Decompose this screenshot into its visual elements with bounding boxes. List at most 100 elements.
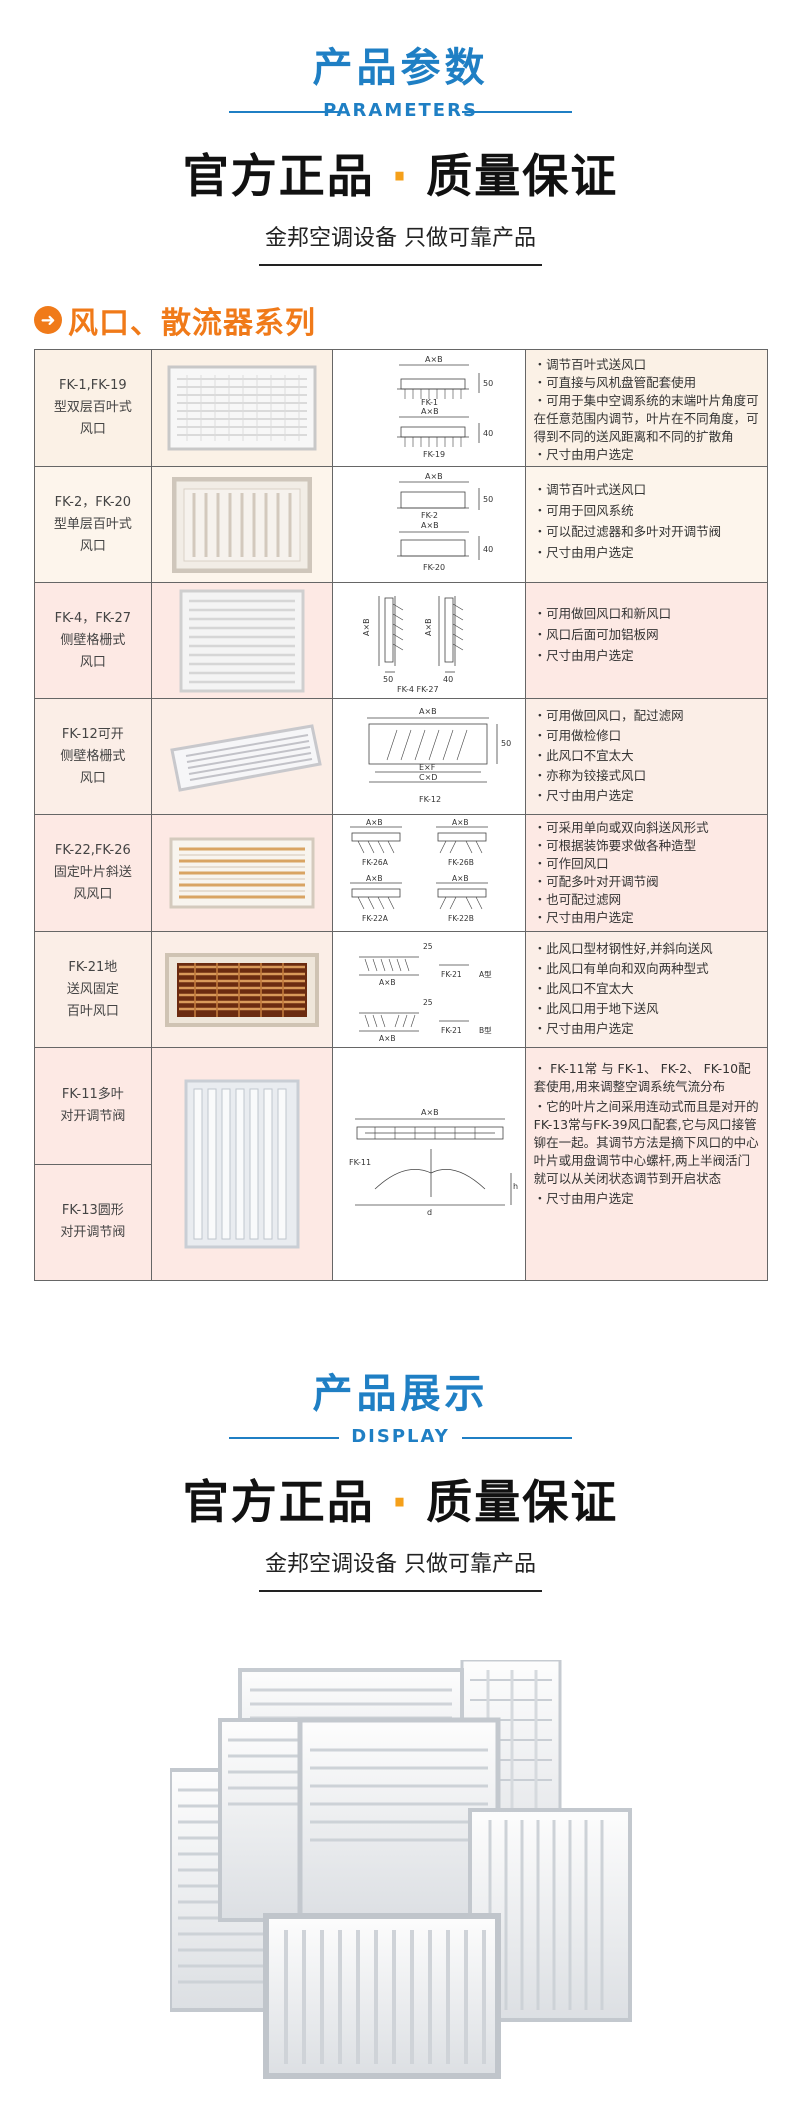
dim-label: FK-22A [362,914,389,923]
display-title-en: DISPLAY [351,1426,450,1447]
product-name: FK-11多叶 对开调节阀 [35,1048,151,1165]
divider-left [229,111,339,113]
display-title-en-row: DISPLAY [0,1424,801,1450]
table-row: FK-11多叶 对开调节阀 FK-13圆形 对开调节阀 [35,1048,768,1280]
fk1-fk19-drawing: A×B FK-1 A×B FK-19 50 40 [396,355,493,459]
product-photo [151,699,334,814]
product-name-group: FK-11多叶 对开调节阀 FK-13圆形 对开调节阀 [35,1048,152,1280]
dim-label: FK-21 [441,970,462,979]
desc-item: ・尺寸由用户选定 [533,910,634,925]
dim-label: 25 [423,942,433,951]
dim-label: FK-2 [421,511,438,520]
product-photo [151,1048,334,1280]
desc-item: ・它的叶片之间采用连动式而且是对开的FK-13常与FK-39风口配套,它与风口接… [533,1099,759,1186]
product-description: ・ FK-11常 与 FK-1、 FK-2、 FK-10配套使用,用来调整空调系… [525,1048,768,1280]
product-name: FK-2，FK-20 型单层百叶式 风口 [35,467,152,582]
fk11-drawing: A×B FK-11 h d [349,1108,518,1217]
desc-item: ・可用做回风口和新风口 [533,606,672,621]
desc-item: ・此风口不宜太大 [533,981,634,996]
dim-label: A×B [419,707,437,716]
dim-label: A型 [479,970,492,979]
fixed-blade-grille-image [169,837,315,909]
dim-label: A×B [421,1108,439,1117]
arrow-right-circle-icon: ➜ [34,306,62,334]
desc-item: ・可根据装饰要求做各种造型 [533,838,697,853]
table-row: FK-21地 送风固定 百叶风口 [35,932,767,1048]
product-name: FK-1,FK-19 型双层百叶式 风口 [35,350,152,466]
product-photo [151,467,334,582]
params-title-en: PARAMETERS [323,100,478,121]
product-name: FK-4，FK-27 侧壁格栅式 风口 [35,583,152,698]
dim-label: A×B [366,874,383,883]
desc-item: ・可直接与风机盘管配套使用 [533,375,697,390]
product-name: FK-12可开 侧壁格栅式 风口 [35,699,152,814]
desc-item: ・调节百叶式送风口 [533,357,647,372]
dim-label: A×B [425,472,443,481]
dim-label: A×B [452,874,469,883]
slogan-left: 官方正品 [182,1475,375,1529]
display-subtitle: 金邦空调设备 只做可靠产品 [259,1550,542,1592]
spec-table: FK-1,FK-19 型双层百叶式 风口 [34,349,768,1281]
desc-item: ・尺寸由用户选定 [533,545,634,560]
dim-label: d [427,1208,432,1217]
product-description: ・可用做回风口，配过滤网 ・可用做检修口 ・此风口不宜太大 ・亦称为铰接式风口 … [525,699,767,814]
dim-label: A×B [362,618,371,636]
dim-label: FK-22B [448,914,474,923]
desc-item: ・此风口不宜太大 [533,748,634,763]
product-name: FK-13圆形 对开调节阀 [60,1203,126,1241]
dim-label: E×F [419,763,436,772]
product-photo [151,932,334,1047]
slogan-right: 质量保证 [426,149,619,203]
table-row: FK-2，FK-20 型单层百叶式 风口 [35,467,767,583]
dim-label: A×B [379,1034,396,1043]
dim-label: 50 [483,379,493,388]
desc-item: ・可用于集中空调系统的末端叶片角度可在任意范围内调节，叶片在不同角度，可得到不同… [533,393,759,444]
product-display-image [170,1660,632,2079]
side-wall-grille-image [179,589,305,692]
fk22-fk26-drawing: A×B A×B FK-26A FK-26B A×B A×B FK-22A FK-… [349,818,488,923]
series-title: ➜ 风口、散流器系列 [34,300,316,341]
desc-item: ・可采用单向或双向斜送风形式 [533,820,709,835]
technical-drawing: A×B E×F C×D 50 FK-12 [333,699,526,814]
dim-label: h [513,1182,518,1191]
desc-item: ・尺寸由用户选定 [533,447,634,462]
desc-item: ・亦称为铰接式风口 [533,768,647,783]
desc-item: ・尺寸由用户选定 [533,648,634,663]
dim-label: A×B [424,618,433,636]
technical-drawing: A×B FK-2 A×B FK-20 50 40 [333,467,526,582]
dim-label: FK-12 [419,795,441,804]
dim-label: FK-21 [441,1026,462,1035]
dim-label: FK-26A [362,858,389,867]
divider-left [229,1437,339,1439]
dim-label: A×B [421,521,439,530]
dim-label: 50 [383,675,393,684]
product-name: FK-21地 送风固定 百叶风口 [35,932,152,1047]
grille-front [263,1913,501,2079]
desc-item: ・此风口型材钢性好,并斜向送风 [533,941,713,956]
technical-drawing: A×B FK-11 h d [333,1048,526,1280]
dim-label: FK-11 [349,1158,371,1167]
product-description: ・调节百叶式送风口 ・可用于回风系统 ・可以配过滤器和多叶对开调节阀 ・尺寸由用… [525,467,767,582]
desc-item: ・可用做检修口 [533,728,622,743]
series-title-text: 风口、散流器系列 [68,306,316,341]
dim-label: B型 [479,1026,492,1035]
dim-label: FK-26B [448,858,474,867]
desc-item: ・调节百叶式送风口 [533,482,647,497]
desc-item: ・此风口有单向和双向两种型式 [533,961,709,976]
product-photo [151,350,334,466]
table-row: FK-4，FK-27 侧壁格栅式 风口 [35,583,767,699]
slogan-dot: · [390,149,411,203]
technical-drawing: A×B A×B FK-26A FK-26B A×B A×B FK-22A FK-… [333,815,526,931]
desc-item: ・尺寸由用户选定 [533,1021,634,1036]
params-header: 产品参数 PARAMETERS 官方正品·质量保证 金邦空调设备 只做可靠产品 [0,44,801,266]
technical-drawing: A×B A×B 50 40 FK-4 FK-27 [333,583,526,698]
dim-label: FK-4 FK-27 [397,685,439,694]
display-header: 产品展示 DISPLAY 官方正品·质量保证 金邦空调设备 只做可靠产品 [0,1370,801,1592]
desc-item: ・可用做回风口，配过滤网 [533,708,684,723]
dim-label: A×B [425,355,443,364]
desc-item: ・尺寸由用户选定 [533,1191,634,1206]
desc-item: ・尺寸由用户选定 [533,788,634,803]
floor-grille-image [164,952,319,1027]
table-row: FK-1,FK-19 型双层百叶式 风口 [35,350,767,467]
desc-item: ・风口后面可加铝板网 [533,627,659,642]
